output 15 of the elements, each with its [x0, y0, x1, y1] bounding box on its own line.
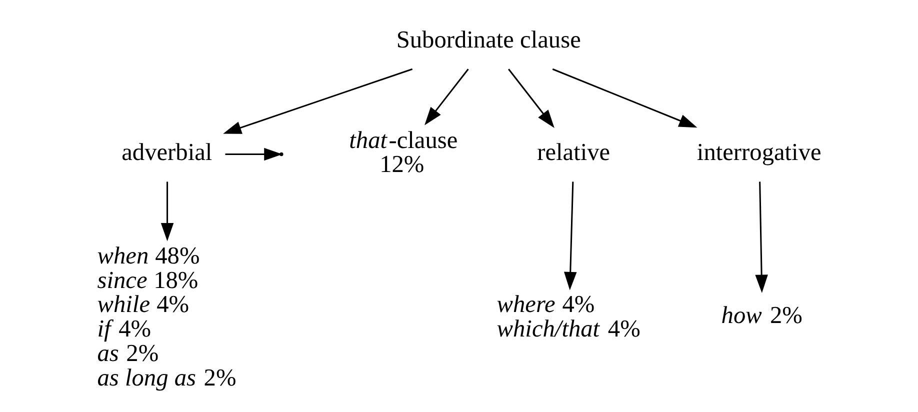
- arrow: [160, 182, 174, 242]
- arrow: [424, 68, 468, 126]
- node-text: adverbial: [121, 139, 212, 166]
- arrow: [222, 68, 412, 134]
- node-text: when 48% since 18% while 4% if 4% as 2% as long as 2%: [96, 242, 236, 392]
- node-text: interrogative: [696, 139, 821, 166]
- node-text: where 4% which/that 4%: [496, 291, 640, 343]
- arrow: [754, 182, 768, 294]
- node-text: relative: [536, 139, 610, 166]
- node-text: Subordinate clause: [396, 26, 580, 54]
- node-text: that-clause 12%: [348, 126, 458, 178]
- node-text: how 2%: [720, 302, 802, 329]
- arrow: [563, 182, 576, 290]
- arrow: [552, 68, 697, 128]
- arrow: [508, 68, 554, 128]
